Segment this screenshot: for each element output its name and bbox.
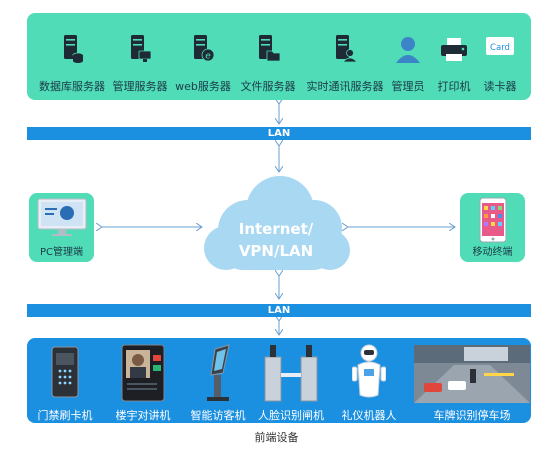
- reception-robot: 礼仪机器人: [337, 338, 401, 423]
- card-reader: Card 读卡器: [479, 13, 521, 100]
- access-card-reader: 门禁刷卡机: [35, 338, 95, 423]
- front-devices-panel: 门禁刷卡机 楼宇对讲机 智能访客机 人脸识别闸机: [27, 338, 531, 423]
- visitor-kiosk-icon: [207, 344, 230, 401]
- mobile-terminal-label: 移动终端: [472, 247, 513, 258]
- lan-bottom-label: LAN: [267, 305, 291, 316]
- robot-icon: [352, 344, 386, 398]
- management-server-icon: [131, 35, 152, 62]
- card-icon-text: Card: [490, 43, 510, 53]
- admin: 管理员: [387, 13, 429, 100]
- file-server: 文件服务器: [235, 13, 301, 100]
- lan-top-label: LAN: [267, 128, 291, 139]
- face-gate-label: 人脸识别闸机: [258, 409, 324, 422]
- pc-management-label: PC管理端: [39, 247, 83, 258]
- visitor-kiosk: 智能访客机: [187, 338, 249, 423]
- web-server-icon: e: [194, 35, 215, 62]
- cloud-line1: Internet/: [239, 220, 314, 238]
- parking-lot-icon: [414, 345, 530, 403]
- card-reader-label: 读卡器: [483, 80, 517, 93]
- realtime-server-icon: [336, 35, 357, 63]
- web-server: e web服务器: [171, 13, 235, 100]
- mobile-phone-icon: [479, 197, 507, 243]
- database-server: 数据库服务器: [35, 13, 109, 100]
- svg-text:e: e: [205, 52, 211, 62]
- intercom-label: 楼宇对讲机: [115, 409, 171, 422]
- pc-management-box: PC管理端: [29, 193, 94, 262]
- parking-lot-label: 车牌识别停车场: [433, 409, 511, 422]
- printer-icon: [441, 38, 467, 61]
- visitor-kiosk-label: 智能访客机: [190, 409, 246, 422]
- cloud-network: Internet/ VPN/LAN: [204, 176, 350, 270]
- database-server-label: 数据库服务器: [39, 80, 105, 93]
- pc-monitor-icon: [37, 198, 87, 236]
- mobile-terminal-box: 移动终端: [460, 193, 525, 262]
- face-gate-icon: [264, 345, 318, 402]
- printer-label: 打印机: [437, 80, 471, 93]
- realtime-server-label: 实时通讯服务器: [306, 80, 384, 93]
- intercom-icon: [121, 344, 165, 402]
- database-server-icon: [64, 35, 83, 63]
- server-panel: 数据库服务器 管理服务器 e web服务器 文件服务器: [27, 13, 531, 100]
- robot-label: 礼仪机器人: [341, 409, 397, 422]
- web-server-label: web服务器: [175, 80, 231, 93]
- front-devices-caption: 前端设备: [254, 431, 299, 444]
- cloud-icon: [204, 176, 350, 270]
- management-server-label: 管理服务器: [112, 80, 168, 93]
- parking-lot: 车牌识别停车场: [413, 338, 531, 423]
- intercom: 楼宇对讲机: [113, 338, 173, 423]
- admin-user-icon: [396, 37, 420, 63]
- printer: 打印机: [433, 13, 475, 100]
- realtime-server: 实时通讯服务器: [301, 13, 389, 100]
- lan-bar-top: LAN: [27, 127, 531, 140]
- card-reader-icon: Card: [486, 37, 514, 55]
- access-card-reader-label: 门禁刷卡机: [37, 409, 93, 422]
- admin-label: 管理员: [391, 80, 425, 93]
- file-server-icon: [259, 35, 280, 62]
- file-server-label: 文件服务器: [240, 80, 296, 93]
- cloud-line2: VPN/LAN: [239, 242, 313, 260]
- access-card-reader-icon: [51, 346, 79, 398]
- lan-bar-bottom: LAN: [27, 304, 531, 317]
- face-gate: 人脸识别闸机: [255, 338, 327, 423]
- management-server: 管理服务器: [109, 13, 171, 100]
